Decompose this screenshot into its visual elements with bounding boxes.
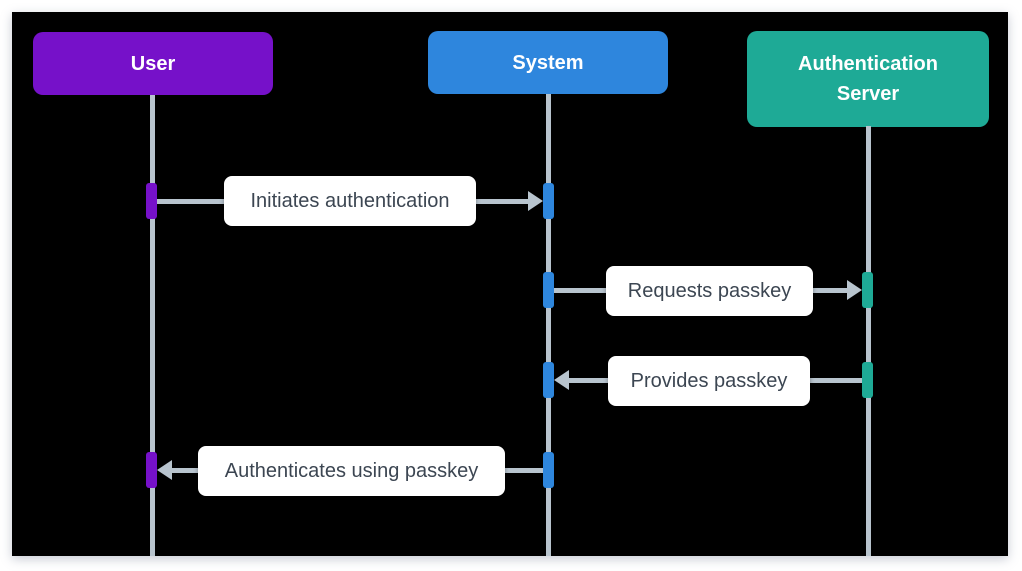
- activation-auth-server-message-3: [862, 362, 873, 398]
- message-1-text: Initiates authentication: [250, 189, 450, 212]
- lifeline-authentication-server: [866, 126, 871, 556]
- message-3-arrowhead-icon: [554, 370, 569, 390]
- message-4-text: Authenticates using passkey: [224, 459, 479, 482]
- lifeline-system: [546, 94, 551, 556]
- activation-user-message-1: [146, 183, 157, 219]
- activation-user-message-4: [146, 452, 157, 488]
- message-3-label: Provides passkey: [608, 356, 810, 406]
- actor-label-system: System: [512, 51, 584, 74]
- message-2-label: Requests passkey: [606, 266, 813, 316]
- message-2-arrowhead-icon: [847, 280, 862, 300]
- message-4-label: Authenticates using passkey: [198, 446, 505, 496]
- actor-box-authentication-server: Authentication Server: [747, 31, 989, 127]
- activation-system-message-1: [543, 183, 554, 219]
- diagram-canvas: User System Authentication Server Initia…: [12, 12, 1008, 556]
- message-4-arrowhead-icon: [157, 460, 172, 480]
- activation-system-message-2: [543, 272, 554, 308]
- message-3-text: Provides passkey: [630, 369, 788, 392]
- activation-auth-server-message-2: [862, 272, 873, 308]
- message-1-arrowhead-icon: [528, 191, 543, 211]
- lifeline-user: [150, 95, 155, 556]
- activation-system-message-3: [543, 362, 554, 398]
- actor-box-user: User: [33, 32, 273, 95]
- actor-label-user: User: [130, 52, 176, 75]
- actor-box-system: System: [428, 31, 668, 94]
- message-2-text: Requests passkey: [627, 279, 792, 302]
- actor-label-authentication-server: Authentication Server: [798, 53, 938, 105]
- message-1-label: Initiates authentication: [224, 176, 476, 226]
- activation-system-message-4: [543, 452, 554, 488]
